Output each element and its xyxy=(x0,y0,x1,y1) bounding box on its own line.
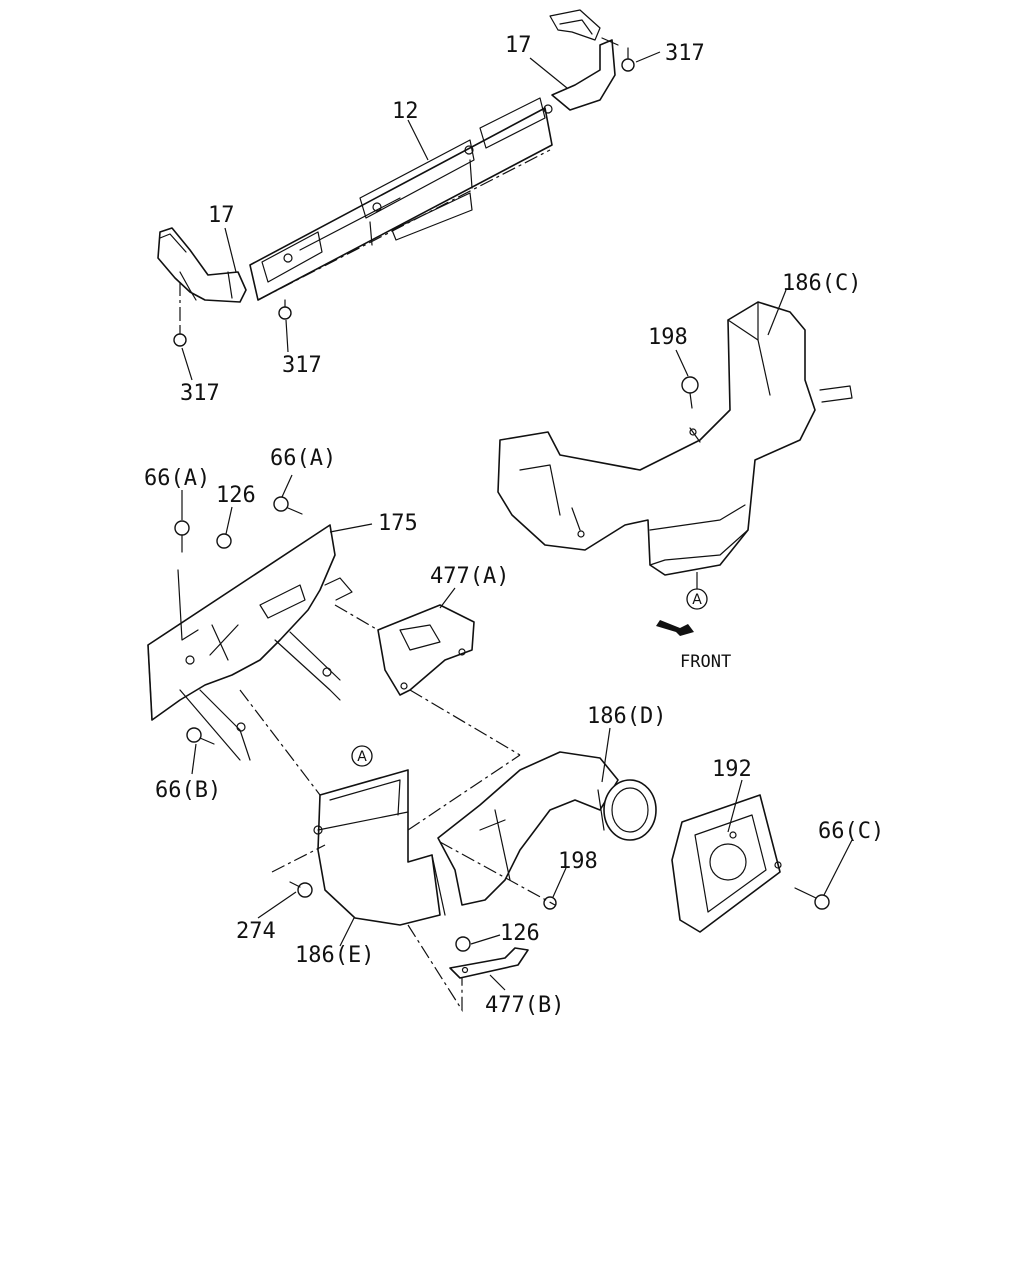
label-175: 175 xyxy=(378,511,418,536)
label-66b: 66(B) xyxy=(155,778,221,803)
label-66a-right: 66(A) xyxy=(270,446,336,471)
label-126-top: 126 xyxy=(216,483,256,508)
label-186c: 186(C) xyxy=(782,271,861,296)
label-317-mid: 317 xyxy=(282,353,322,378)
bolt-66a-left[interactable] xyxy=(174,520,190,553)
duct-186d[interactable] xyxy=(437,751,657,906)
label-126-bottom: 126 xyxy=(500,921,540,946)
nut-126-bottom[interactable] xyxy=(455,936,471,952)
label-317-left: 317 xyxy=(180,381,220,406)
bolt-66a-right[interactable] xyxy=(273,496,303,515)
fastener-317-mid[interactable] xyxy=(278,299,292,320)
label-274: 274 xyxy=(236,919,276,944)
fastener-317-top[interactable] xyxy=(621,47,635,72)
label-17-left: 17 xyxy=(208,203,235,228)
label-477a: 477(A) xyxy=(430,564,509,589)
bracket-477b[interactable] xyxy=(449,947,529,979)
label-192: 192 xyxy=(712,757,752,782)
label-477b: 477(B) xyxy=(485,993,564,1018)
label-17-top: 17 xyxy=(505,33,532,58)
label-317-top: 317 xyxy=(665,41,705,66)
bolt-66c[interactable] xyxy=(794,887,830,910)
front-label: FRONT xyxy=(680,652,731,672)
center-duct-12[interactable] xyxy=(249,97,553,301)
duct-186c[interactable] xyxy=(497,301,853,576)
right-duct-17[interactable] xyxy=(549,9,619,111)
label-198-bottom: 198 xyxy=(558,849,598,874)
fastener-317-left[interactable] xyxy=(173,327,187,347)
label-186d: 186(D) xyxy=(587,704,666,729)
label-198-top: 198 xyxy=(648,325,688,350)
svg-text:A: A xyxy=(692,592,702,608)
label-186e: 186(E) xyxy=(295,943,374,968)
circle-a-marker-bottom: A xyxy=(351,745,373,767)
leader-lines xyxy=(181,51,853,991)
label-66a-left: 66(A) xyxy=(144,466,210,491)
bolt-66b[interactable] xyxy=(186,727,215,745)
front-arrow-icon xyxy=(656,620,694,636)
fastener-198-top[interactable] xyxy=(681,376,699,409)
panel-192[interactable] xyxy=(671,794,782,933)
label-66c: 66(C) xyxy=(818,819,884,844)
label-12: 12 xyxy=(392,99,419,124)
nut-126-top[interactable] xyxy=(216,533,232,549)
screw-274[interactable] xyxy=(289,881,313,898)
bracket-477a[interactable] xyxy=(377,604,475,696)
svg-text:A: A xyxy=(357,749,367,765)
left-duct-17[interactable] xyxy=(157,227,247,303)
duct-186e[interactable] xyxy=(313,769,446,926)
nut-198-bottom[interactable] xyxy=(543,896,557,910)
bracket-175[interactable] xyxy=(147,524,353,761)
circle-a-marker-top: A xyxy=(686,588,708,610)
